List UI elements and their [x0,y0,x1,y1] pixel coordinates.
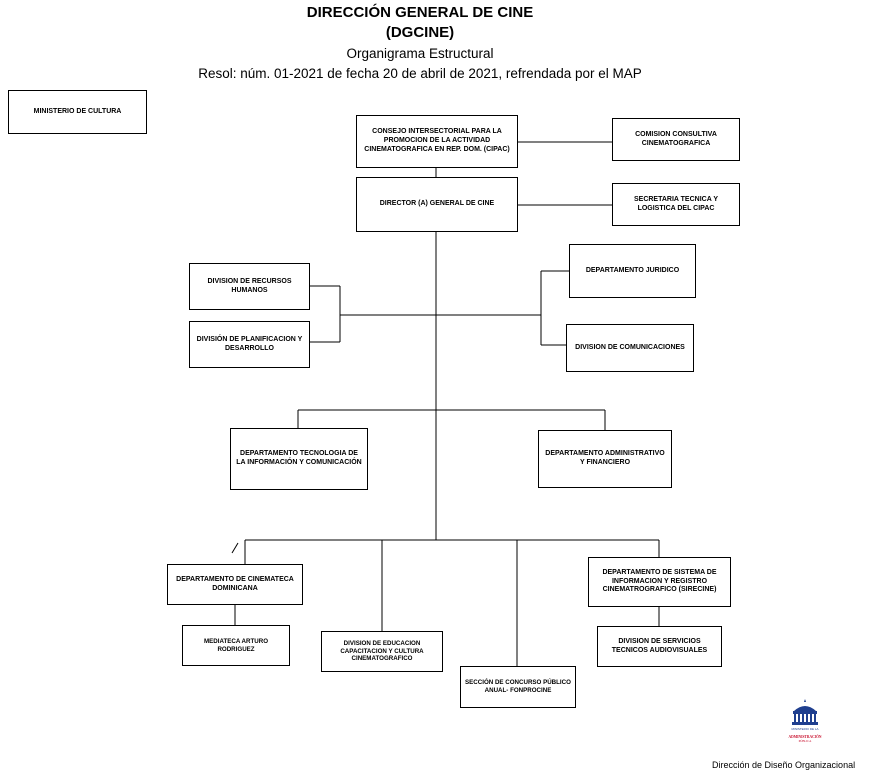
chart-title-acronym: (DGCINE) [385,24,455,41]
cipac-box: CONSEJO INTERSECTORIAL PARA LA PROMOCION… [356,115,518,168]
map-logo: MINISTERIO DE LA ADMINISTRACIÓN PÚBLICA [789,699,822,743]
chart-title: DIRECCIÓN GENERAL DE CINE [306,4,534,21]
planificacion-desarrollo-box: DIVISIÓN DE PLANIFICACION Y DESARROLLO [189,321,310,368]
director-general-box: DIRECTOR (A) GENERAL DE CINE [356,177,518,232]
educacion-capacitacion-box: DIVISION DE EDUCACION CAPACITACION Y CUL… [321,631,443,672]
chart-subtitle: Organigrama Estructural [346,46,494,61]
mediateca-box: MEDIATECA ARTURO RODRIGUEZ [182,625,290,666]
recursos-humanos-box: DIVISION DE RECURSOS HUMANOS [189,263,310,310]
logo-text-line2: ADMINISTRACIÓN [789,734,822,739]
sirecine-box: DEPARTAMENTO DE SISTEMA DE INFORMACION Y… [588,557,731,607]
servicios-tecnicos-box: DIVISION DE SERVICIOS TECNICOS AUDIOVISU… [597,626,722,667]
cinemateca-box: DEPARTAMENTO DE CINEMATECA DOMINICANA [167,564,303,605]
concurso-publico-box: SECCIÓN DE CONCURSO PÚBLICO ANUAL- FONPR… [460,666,576,708]
logo-text-line3: PÚBLICA [799,738,813,743]
resolution-text: Resol: núm. 01-2021 de fecha 20 de abril… [198,66,642,81]
tecnologia-informacion-box: DEPARTAMENTO TECNOLOGIA DE LA INFORMACIÓ… [230,428,368,490]
administrativo-financiero-box: DEPARTAMENTO ADMINISTRATIVO Y FINANCIERO [538,430,672,488]
departamento-juridico-box: DEPARTAMENTO JURIDICO [569,244,696,298]
footer-text: Dirección de Diseño Organizacional [712,760,856,770]
comision-consultiva-box: COMISION CONSULTIVA CINEMATOGRAFICA [612,118,740,161]
secretaria-tecnica-box: SECRETARIA TECNICA Y LOGISTICA DEL CIPAC [612,183,740,226]
ministerio-de-cultura-box: MINISTERIO DE CULTURA [8,90,147,134]
comunicaciones-box: DIVISION DE COMUNICACIONES [566,324,694,372]
logo-text-line1: MINISTERIO DE LA [791,727,818,731]
